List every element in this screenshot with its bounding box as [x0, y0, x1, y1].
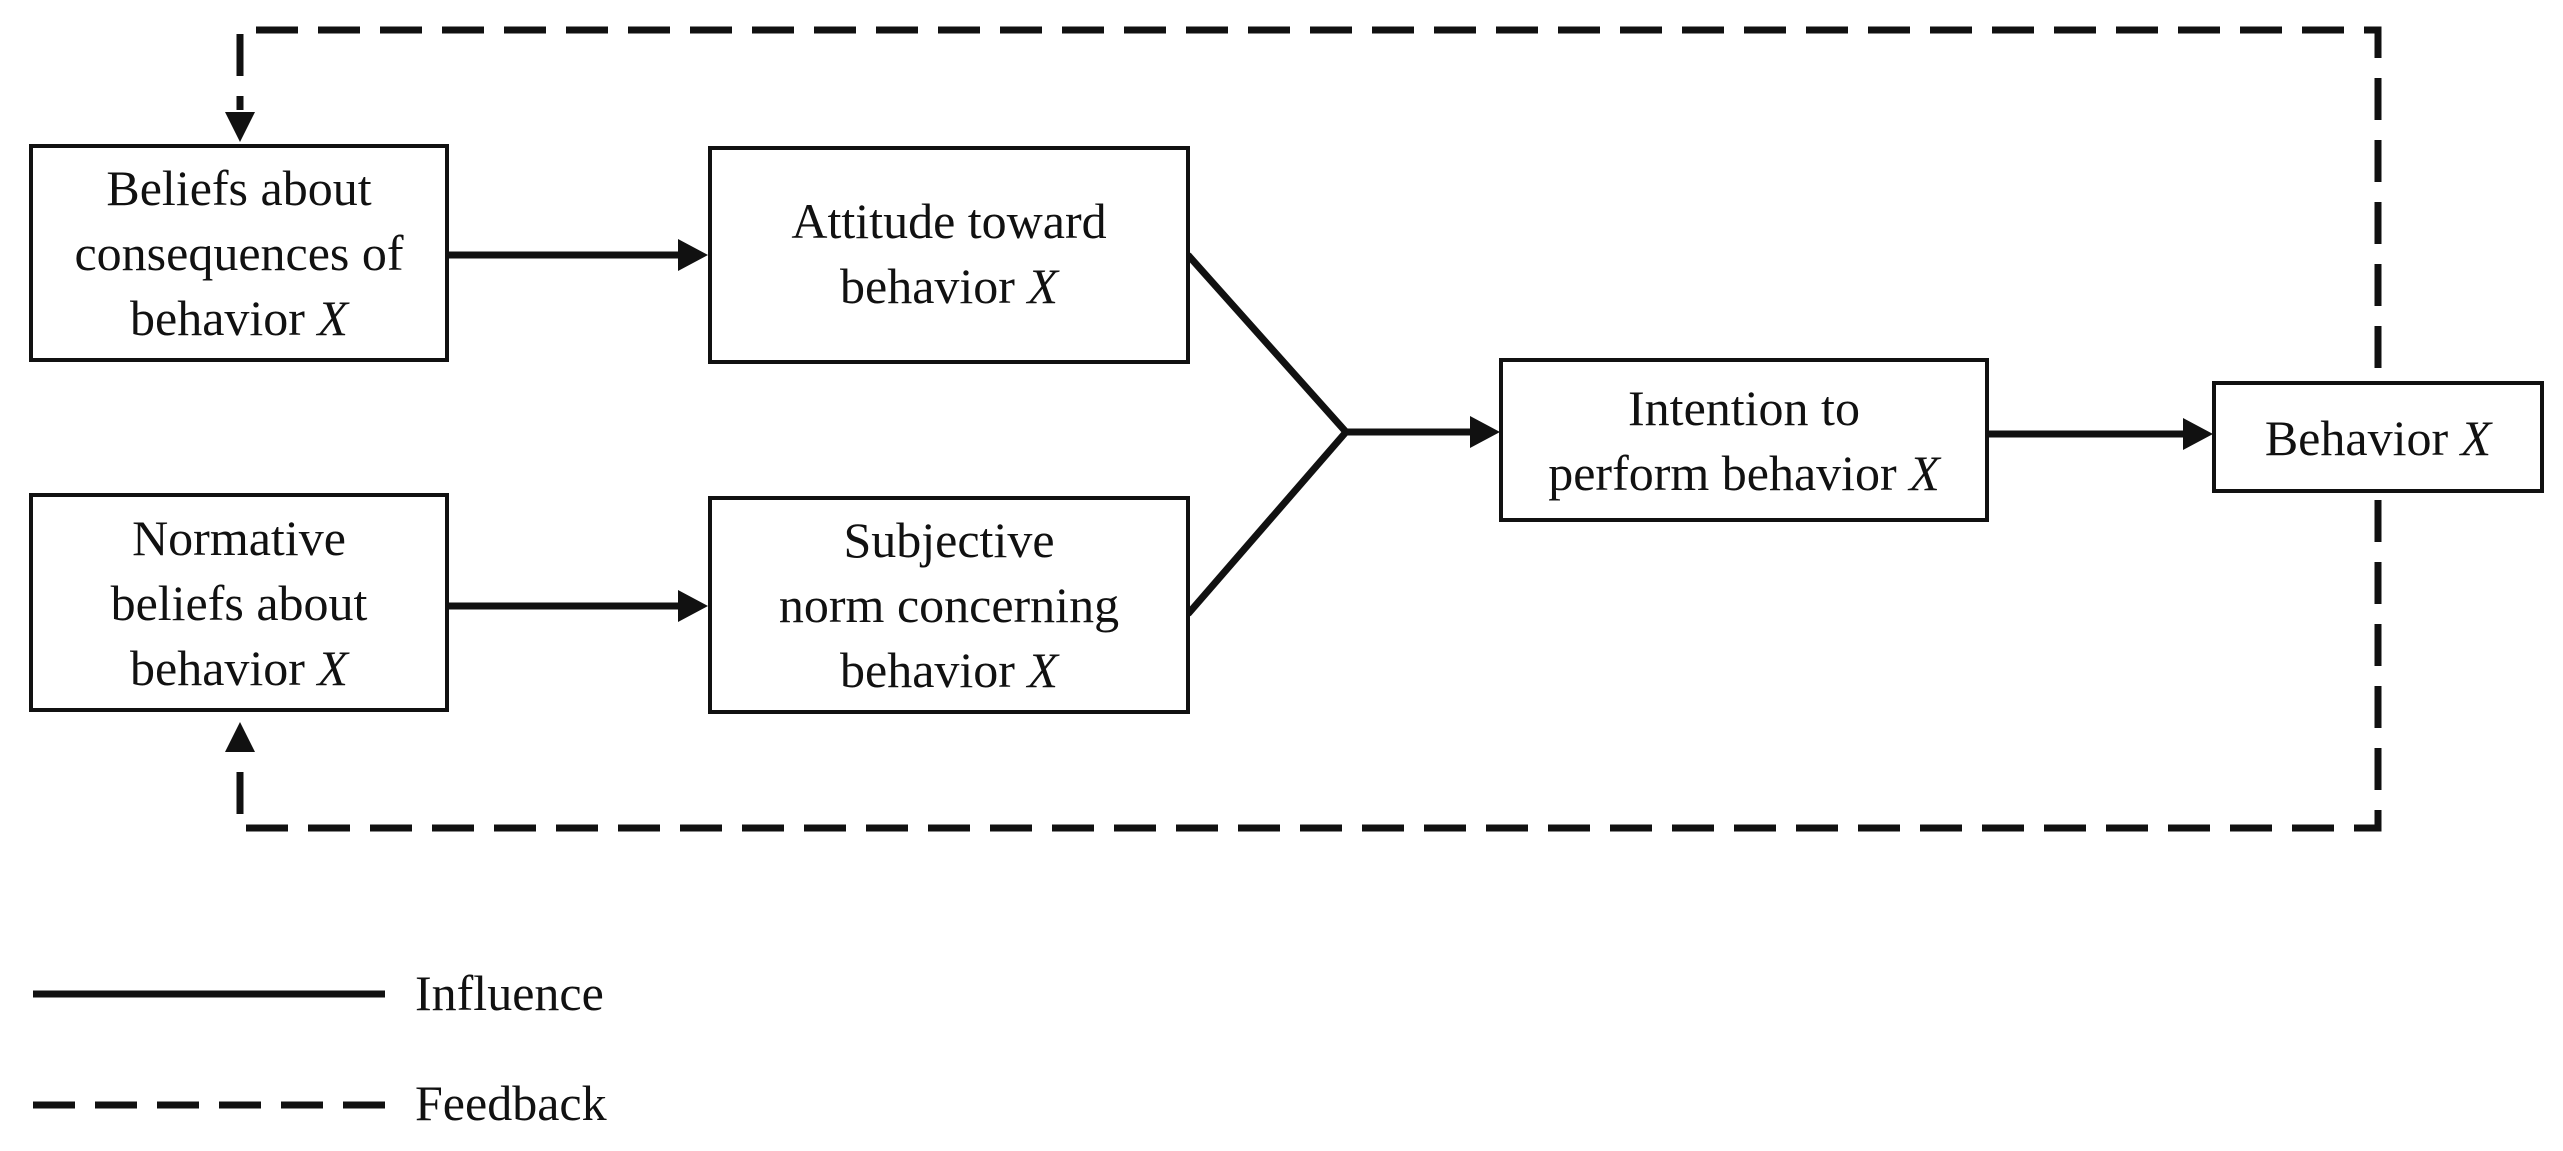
feedback-line-bottom: [236, 500, 2382, 832]
node-label-line: Beliefs about: [106, 160, 371, 216]
arrowhead-attitude: [678, 239, 708, 271]
node-label-line: Behavior: [2265, 410, 2461, 466]
svg-text:perform behavior X: perform behavior X: [1548, 445, 1942, 501]
node-label-line: Attitude toward: [791, 193, 1106, 249]
node-intention-to-perform: Intention to perform behavior X: [1499, 358, 1989, 522]
node-attitude-toward-behavior: Attitude toward behavior X: [708, 146, 1190, 364]
node-label-line: Subjective: [843, 512, 1054, 568]
svg-text:behavior X: behavior X: [840, 642, 1060, 698]
node-label-line: behavior: [130, 640, 317, 696]
node-label-variable: X: [1907, 445, 1942, 501]
feedback-arrowhead-top: [225, 112, 255, 142]
svg-text:consequences of: consequences of: [74, 225, 403, 281]
influence-line-attitude-to-junction: [1185, 252, 1349, 435]
node-label-line: Intention to: [1628, 380, 1860, 436]
node-label-variable: X: [2459, 410, 2494, 466]
svg-text:Behavior X: Behavior X: [2265, 410, 2494, 466]
legend-influence-label: Influence: [415, 965, 604, 1021]
node-label-line: beliefs about: [111, 575, 368, 631]
node-subjective-norm: Subjective norm concerning behavior X: [708, 496, 1190, 714]
svg-text:Attitude toward: Attitude toward: [791, 193, 1106, 249]
arrowhead-subjective-norm: [678, 590, 708, 622]
node-label-line: consequences of: [74, 225, 403, 281]
legend-feedback-label: Feedback: [415, 1075, 607, 1131]
svg-text:Beliefs about: Beliefs about: [106, 160, 371, 216]
node-label-variable: X: [315, 290, 350, 346]
arrowhead-behavior: [2183, 418, 2213, 450]
svg-text:Subjective: Subjective: [843, 512, 1054, 568]
node-beliefs-about-consequences: Beliefs about consequences of behavior X: [29, 144, 449, 362]
node-label-variable: X: [1025, 258, 1060, 314]
node-label-variable: X: [315, 640, 350, 696]
node-behavior: Behavior X: [2212, 381, 2544, 493]
svg-text:Intention to: Intention to: [1628, 380, 1860, 436]
svg-text:norm concerning: norm concerning: [779, 577, 1119, 633]
node-label-line: behavior: [840, 258, 1027, 314]
svg-text:behavior X: behavior X: [840, 258, 1060, 314]
node-label-line: norm concerning: [779, 577, 1119, 633]
svg-text:Normative: Normative: [132, 510, 346, 566]
feedback-arrowhead-bottom: [225, 722, 255, 752]
svg-text:behavior X: behavior X: [130, 290, 350, 346]
node-label-variable: X: [1025, 642, 1060, 698]
influence-line-subjective-to-junction: [1185, 429, 1349, 617]
node-label-line: behavior: [840, 642, 1027, 698]
node-label-line: behavior: [130, 290, 317, 346]
node-label-line: Normative: [132, 510, 346, 566]
arrowhead-intention: [1470, 416, 1500, 448]
node-label-line: perform behavior: [1548, 445, 1909, 501]
node-normative-beliefs: Normative beliefs about behavior X: [29, 493, 449, 712]
svg-text:beliefs about: beliefs about: [111, 575, 368, 631]
feedback-line-top: [236, 26, 2382, 368]
legend: Influence Feedback: [33, 965, 607, 1131]
svg-text:behavior X: behavior X: [130, 640, 350, 696]
